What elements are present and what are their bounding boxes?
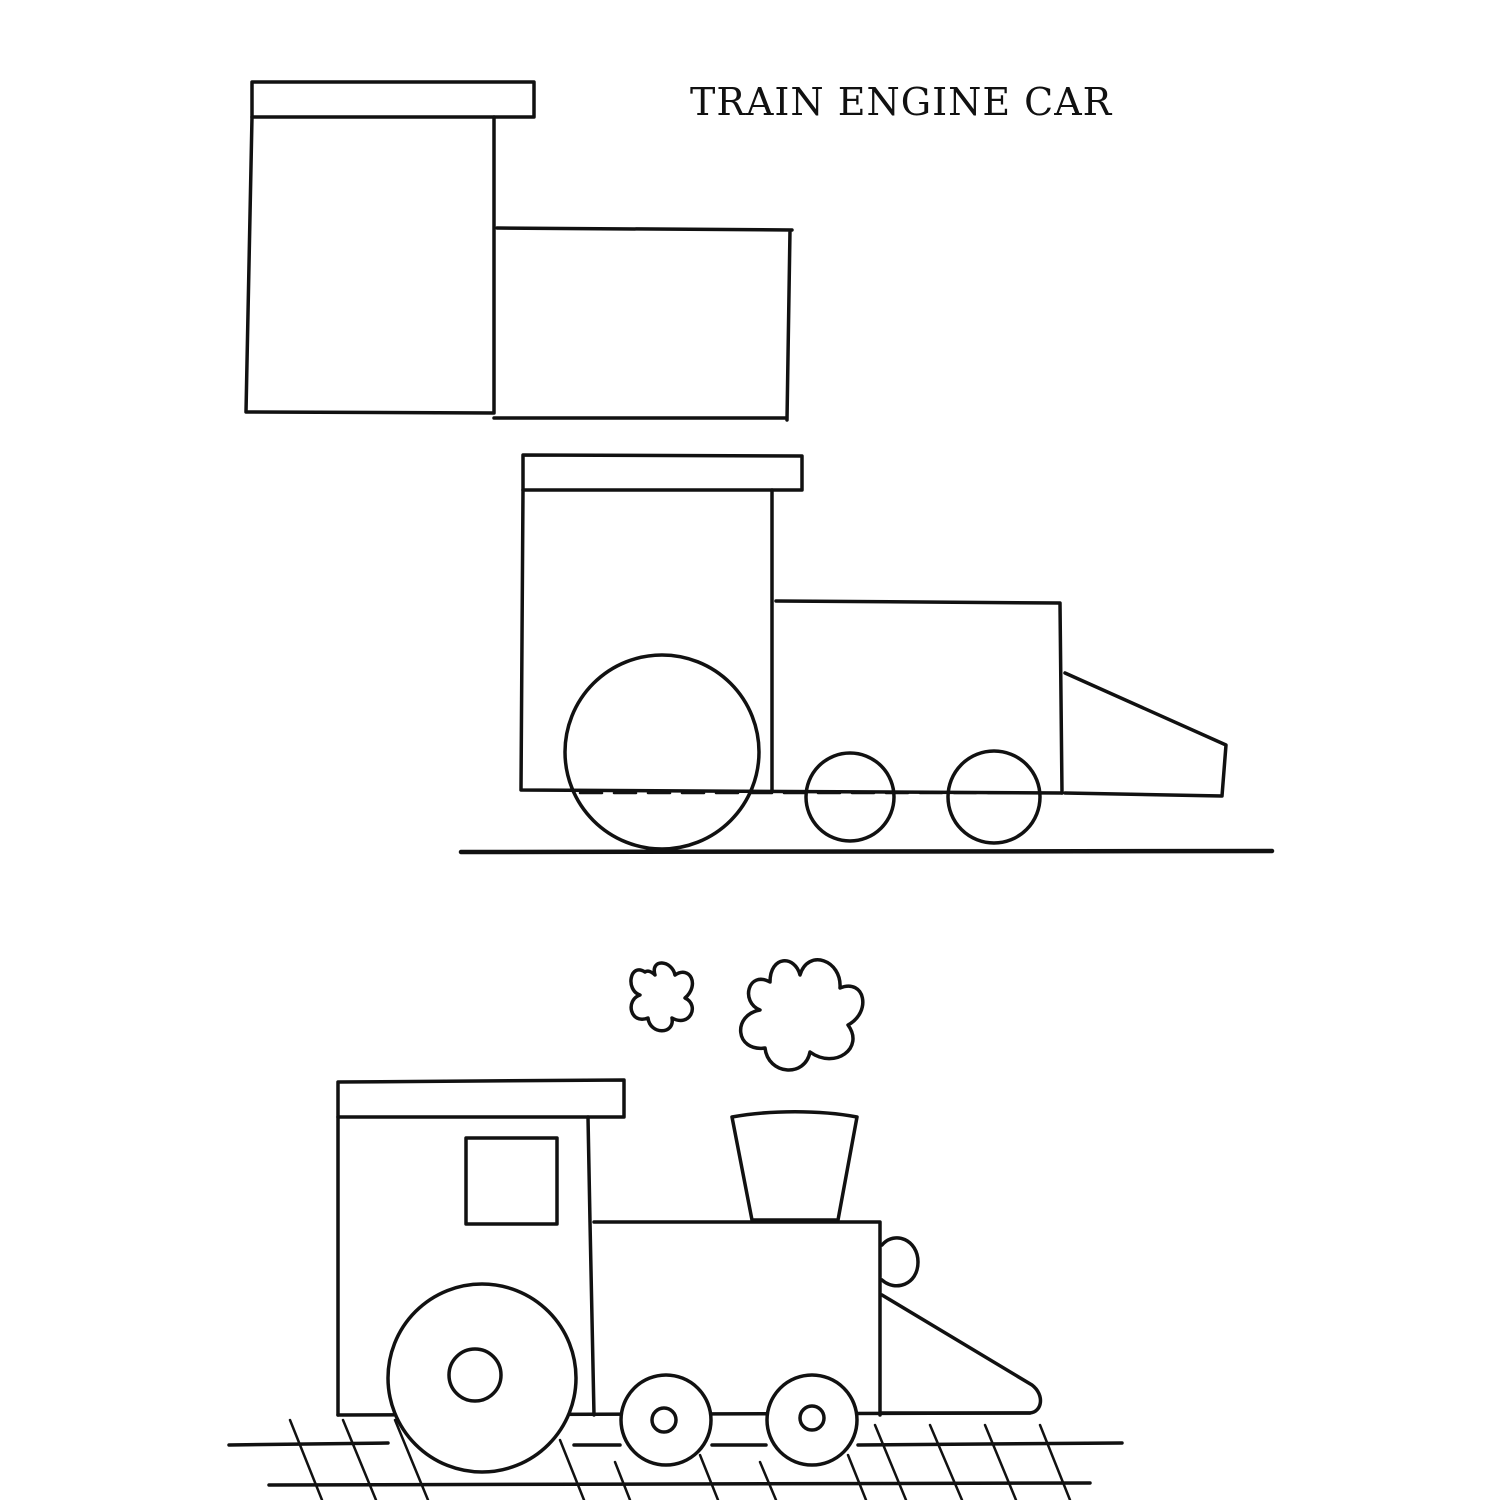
step-3-boiler xyxy=(592,1220,882,1417)
step-2-big-wheel xyxy=(563,653,761,851)
step-2-cab xyxy=(519,488,1064,795)
step-3-roof xyxy=(336,1078,626,1119)
small-smoke-puff-icon xyxy=(629,961,695,1033)
step-3-cowcatcher xyxy=(878,1293,1043,1415)
step-3-cab-window xyxy=(464,1136,559,1226)
step-2-small-wheel-rear xyxy=(804,751,896,843)
step-3-big-wheel xyxy=(386,1282,578,1474)
step-3-big-wheel-hub xyxy=(447,1347,503,1403)
step-1-sketch xyxy=(244,80,794,422)
step-3-small-wheel-front xyxy=(765,1373,859,1467)
step-1-boiler xyxy=(492,226,794,422)
step-3-cab xyxy=(336,1115,596,1417)
step-3-smokestack xyxy=(730,1110,859,1222)
step-3-small-wheel-rear-hub xyxy=(650,1406,678,1434)
step-2-small-wheel-front xyxy=(946,749,1042,845)
large-smoke-puff-icon xyxy=(739,958,865,1072)
step-2-sketch xyxy=(458,453,1275,855)
step-2-ground-line xyxy=(458,848,1275,855)
step-1-cab xyxy=(244,115,496,415)
step-3-finished-engine xyxy=(227,958,1124,1500)
step-2-boiler xyxy=(774,599,1064,795)
step-3-small-wheel-rear xyxy=(619,1373,713,1467)
step-3-rail-top xyxy=(227,1441,1124,1447)
step-2-roof xyxy=(521,453,804,492)
step-3-headlight xyxy=(880,1236,920,1288)
step-3-small-wheel-front-hub xyxy=(798,1404,826,1432)
page-title: TRAIN ENGINE CAR xyxy=(690,80,1113,124)
step-1-roof xyxy=(250,80,536,119)
step-3-rail-ties xyxy=(288,1418,1072,1500)
step-3-rail-bottom xyxy=(267,1481,1092,1487)
step-2-cowcatcher xyxy=(1063,671,1228,798)
